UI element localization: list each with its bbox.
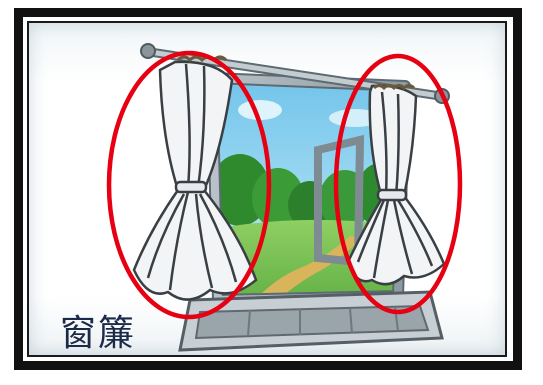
window-sill	[178, 290, 444, 352]
caption-label: 窗簾	[60, 313, 137, 354]
left-curtain	[132, 55, 258, 301]
highlight-ellipse-right	[333, 53, 463, 315]
right-curtain	[346, 84, 446, 286]
highlight-ellipse-left	[106, 50, 272, 320]
